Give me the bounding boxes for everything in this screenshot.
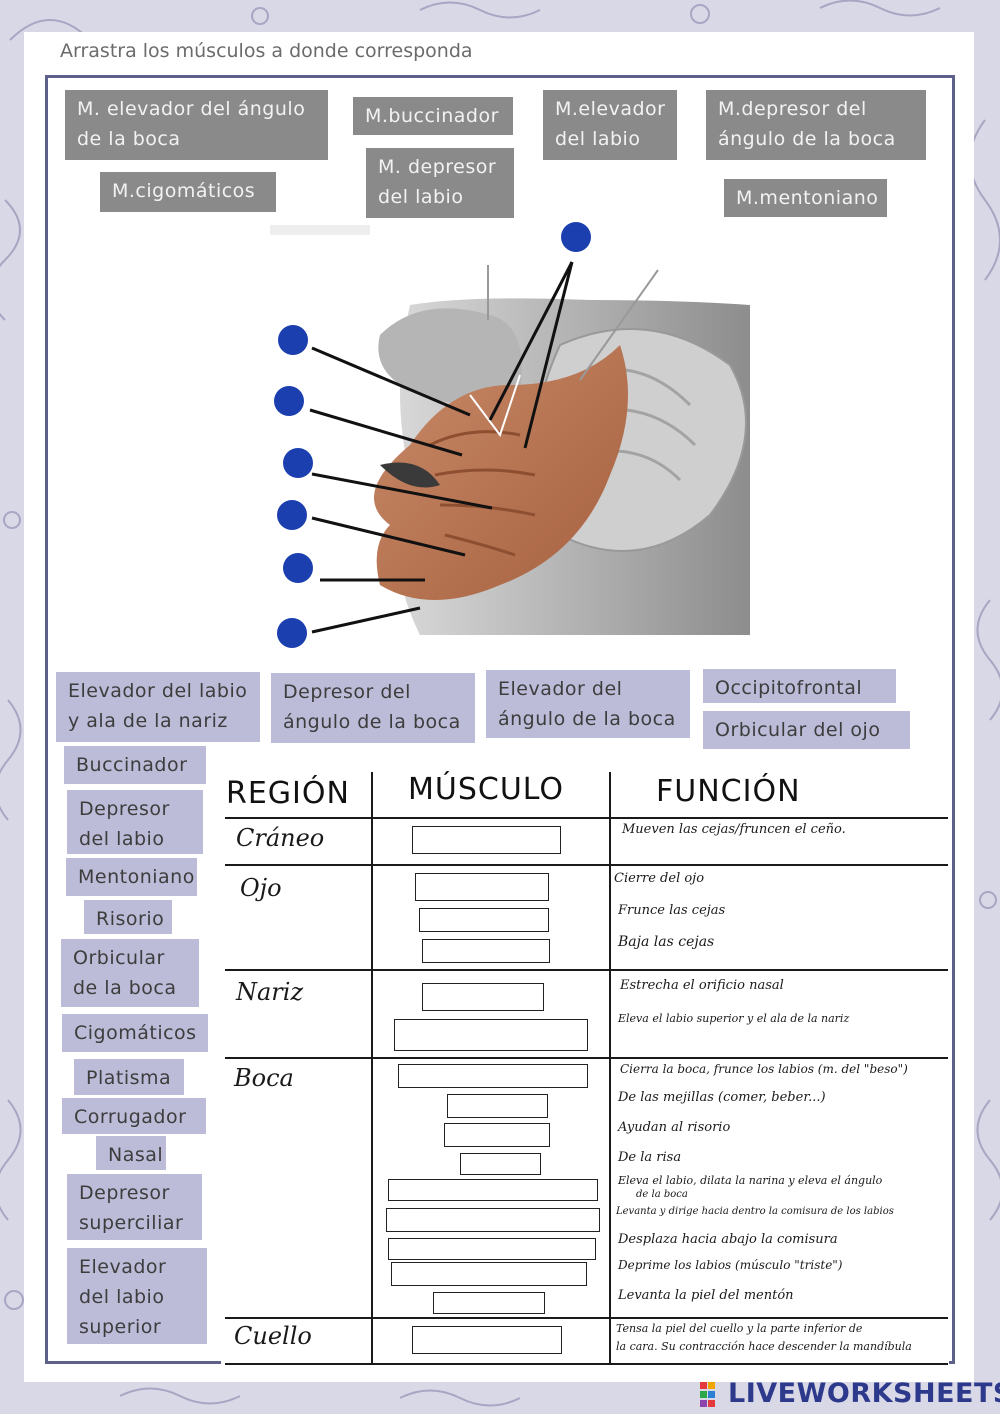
drag-label-mentoniano-2[interactable]: Mentoniano (66, 858, 197, 896)
region-ojo: Ojo (240, 874, 282, 902)
drag-label-mentoniano[interactable]: M.mentoniano (724, 179, 887, 217)
drop-slot-nariz-2[interactable] (394, 1019, 588, 1051)
drag-label-buccinador-2[interactable]: Buccinador (64, 746, 206, 784)
drop-slot-boca-6[interactable] (386, 1208, 600, 1232)
drag-label-elevador-angulo-2[interactable]: Elevador del ángulo de la boca (486, 670, 690, 738)
drop-slot-craneo-1[interactable] (412, 826, 561, 854)
drop-target-dot-2[interactable] (274, 386, 304, 416)
drop-target-dot-3[interactable] (283, 448, 313, 478)
function-nariz-1: Estrecha el orificio nasal (620, 978, 784, 993)
drop-slot-boca-9[interactable] (433, 1292, 545, 1314)
drag-label-orbicular-ojo[interactable]: Orbicular del ojo (703, 711, 910, 749)
drop-slot-ojo-1[interactable] (415, 873, 549, 901)
function-boca-1: Cierra la boca, frunce los labios (m. de… (620, 1062, 908, 1076)
header-funcion: FUNCIÓN (656, 774, 801, 809)
region-cuello: Cuello (234, 1322, 312, 1350)
drag-label-depresor-superciliar[interactable]: Depresor superciliar (67, 1174, 202, 1240)
function-cuello-2: la cara. Su contracción hace descender l… (616, 1340, 912, 1353)
drop-slot-boca-1[interactable] (398, 1064, 588, 1088)
drag-label-nasal[interactable]: Nasal (96, 1136, 166, 1170)
function-ojo-2: Frunce las cejas (618, 903, 726, 918)
drop-slot-nariz-1[interactable] (422, 983, 544, 1011)
function-boca-8: Deprime los labios (músculo "triste") (618, 1258, 843, 1272)
drag-label-elevador-angulo[interactable]: M. elevador del ángulo de la boca (65, 90, 328, 160)
drop-slot-boca-2[interactable] (447, 1094, 548, 1118)
drag-label-depresor-angulo-2[interactable]: Depresor del ángulo de la boca (271, 673, 475, 743)
facial-muscles-illustration (270, 225, 750, 635)
drag-label-depresor-angulo[interactable]: M.depresor del ángulo de la boca (706, 90, 926, 160)
drop-target-dot-7[interactable] (561, 222, 591, 252)
header-musculo: MÚSCULO (408, 772, 565, 807)
drag-label-risorio[interactable]: Risorio (84, 900, 172, 934)
drag-label-orbicular-boca[interactable]: Orbicular de la boca (61, 939, 199, 1007)
drag-label-platisma[interactable]: Platisma (74, 1059, 184, 1095)
header-region: REGIÓN (226, 776, 350, 811)
function-ojo-3: Baja las cejas (618, 934, 715, 950)
function-nariz-2: Eleva el labio superior y el ala de la n… (618, 1012, 850, 1025)
drag-label-buccinador[interactable]: M.buccinador (353, 97, 513, 135)
drag-label-elevador-labio[interactable]: M.elevador del labio (543, 90, 677, 160)
region-boca: Boca (234, 1064, 294, 1092)
drop-target-dot-1[interactable] (278, 325, 308, 355)
brand-logo-text: LIVEWORKSHEETS (728, 1378, 1000, 1409)
drag-label-occipitofrontal[interactable]: Occipitofrontal (703, 669, 896, 703)
drop-slot-boca-8[interactable] (391, 1262, 587, 1286)
drag-label-corrugador[interactable]: Corrugador (62, 1098, 206, 1134)
drag-label-cigomaticos[interactable]: M.cigomáticos (100, 172, 276, 212)
drag-label-elevador-labio-superior[interactable]: Elevador del labio superior (67, 1248, 207, 1344)
drop-slot-boca-3[interactable] (444, 1123, 550, 1147)
drop-slot-boca-7[interactable] (388, 1238, 596, 1260)
function-boca-2: De las mejillas (comer, beber...) (618, 1090, 826, 1105)
function-ojo-1: Cierre del ojo (614, 871, 705, 886)
drop-slot-boca-5[interactable] (388, 1179, 598, 1201)
function-boca-5b: de la boca (636, 1189, 688, 1200)
function-boca-5: Eleva el labio, dilata la narina y eleva… (618, 1174, 883, 1187)
drag-label-cigomaticos-2[interactable]: Cigomáticos (62, 1014, 208, 1052)
instruction-text: Arrastra los músculos a donde correspond… (60, 40, 473, 62)
function-boca-4: De la risa (618, 1150, 682, 1165)
drag-label-depresor-labio[interactable]: M. depresor del labio (366, 148, 514, 218)
function-boca-6: Levanta y dirige hacia dentro la comisur… (616, 1206, 894, 1217)
drag-label-elevador-labio-ala[interactable]: Elevador del labio y ala de la nariz (56, 672, 260, 742)
region-craneo: Cráneo (236, 824, 325, 852)
drag-label-depresor-labio-2[interactable]: Depresor del labio (67, 790, 203, 854)
drop-target-dot-5[interactable] (283, 553, 313, 583)
drop-slot-boca-4[interactable] (460, 1153, 541, 1175)
region-nariz: Nariz (236, 978, 304, 1006)
drop-slot-cuello-1[interactable] (412, 1326, 562, 1354)
function-cuello-1: Tensa la piel del cuello y la parte infe… (616, 1322, 863, 1335)
function-craneo-1: Mueven las cejas/fruncen el ceño. (622, 822, 846, 837)
liveworksheets-logo-icon (700, 1382, 715, 1407)
drop-target-dot-4[interactable] (277, 500, 307, 530)
drop-slot-ojo-3[interactable] (422, 939, 550, 963)
function-boca-7: Desplaza hacia abajo la comisura (618, 1232, 838, 1247)
drop-slot-ojo-2[interactable] (419, 908, 549, 932)
drop-target-dot-6[interactable] (277, 618, 307, 648)
function-boca-9: Levanta la piel del mentón (618, 1288, 794, 1303)
function-boca-3: Ayudan al risorio (618, 1120, 731, 1135)
